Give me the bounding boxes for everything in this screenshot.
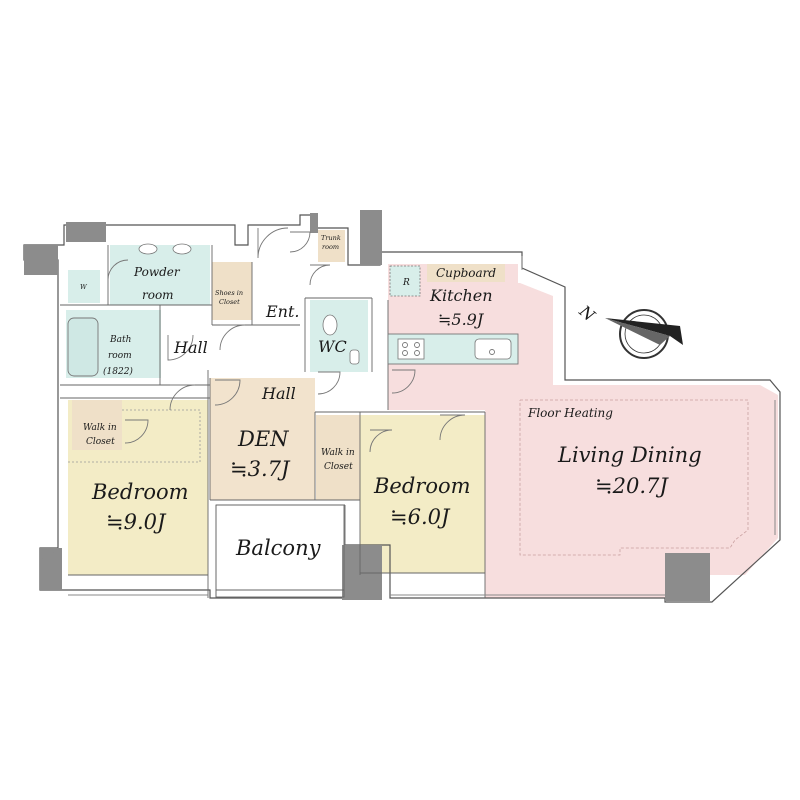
refrigerator-icon [389, 265, 421, 297]
trunk-room-label: room [322, 243, 339, 251]
closet-dashed-zone [68, 409, 201, 463]
hall-left-label: Hall [173, 338, 208, 357]
stove-icon [397, 338, 425, 360]
living-dining-size: ≒20.7J [595, 474, 669, 498]
powder-room-label: Powder [133, 265, 181, 279]
column [40, 548, 62, 590]
kitchen-sink-icon [474, 338, 512, 360]
bath-room-label: room [108, 351, 132, 361]
floor-heating-label: Floor Heating [527, 406, 613, 420]
compass: N [575, 301, 683, 359]
column [66, 222, 106, 242]
bedroom-left-size: ≒9.0J [106, 510, 167, 534]
bath-room-label: (1822) [103, 366, 133, 377]
bath-room-label: Bath [109, 335, 131, 345]
column [665, 553, 710, 601]
walk-in-closet-left-label: Closet [86, 437, 115, 447]
entrance-label: Ent. [265, 302, 300, 321]
hall-center-label: Hall [261, 384, 296, 403]
column [310, 213, 318, 233]
balcony-label: Balcony [235, 536, 322, 560]
column [342, 545, 382, 600]
wc-sink-icon [349, 349, 360, 365]
column [24, 245, 58, 275]
kitchen-size: ≒5.9J [438, 310, 485, 329]
bedroom-center-size: ≒6.0J [390, 505, 451, 529]
compass-label: N [575, 301, 599, 326]
bedroom-left-label: Bedroom [91, 480, 189, 504]
cupboard-area [427, 264, 505, 282]
den-label: DEN [237, 427, 289, 451]
living-dining-label: Living Dining [557, 443, 702, 467]
trunk-room-area [318, 230, 345, 262]
shoes-closet-label: Shoes in [215, 289, 243, 297]
toilet-icon [322, 314, 338, 336]
bathtub-icon [67, 317, 99, 377]
walk-in-closet-left-label: Walk in [83, 423, 117, 433]
trunk-room-label: Trunk [321, 234, 341, 242]
walk-in-closet-left-area [72, 400, 122, 450]
den-area [210, 378, 315, 500]
washer-label: W [80, 283, 88, 291]
column [360, 210, 382, 265]
outer-wall [23, 214, 781, 603]
sink-icon [172, 243, 192, 255]
window-marks [68, 256, 776, 596]
kitchen-label: Kitchen [429, 286, 493, 305]
powder-room-label: room [142, 288, 174, 302]
balcony-area [215, 504, 345, 598]
walk-in-closet-center-label: Walk in [321, 448, 355, 458]
refrigerator-label: R [402, 278, 410, 288]
cupboard-label: Cupboard [436, 266, 496, 280]
den-size: ≒3.7J [230, 457, 291, 481]
shoes-closet-label: Closet [219, 298, 240, 306]
wc-label: WC [318, 337, 347, 356]
door-swings [107, 227, 466, 453]
floor-heating-zone [519, 399, 749, 556]
washer-area [68, 270, 100, 303]
walk-in-closet-center-area [316, 415, 360, 500]
walk-in-closet-center-label: Closet [324, 462, 353, 472]
bedroom-center-label: Bedroom [373, 474, 471, 498]
shoes-closet-area [212, 262, 252, 320]
sink-icon [138, 243, 158, 255]
powder-room-area [110, 245, 210, 305]
